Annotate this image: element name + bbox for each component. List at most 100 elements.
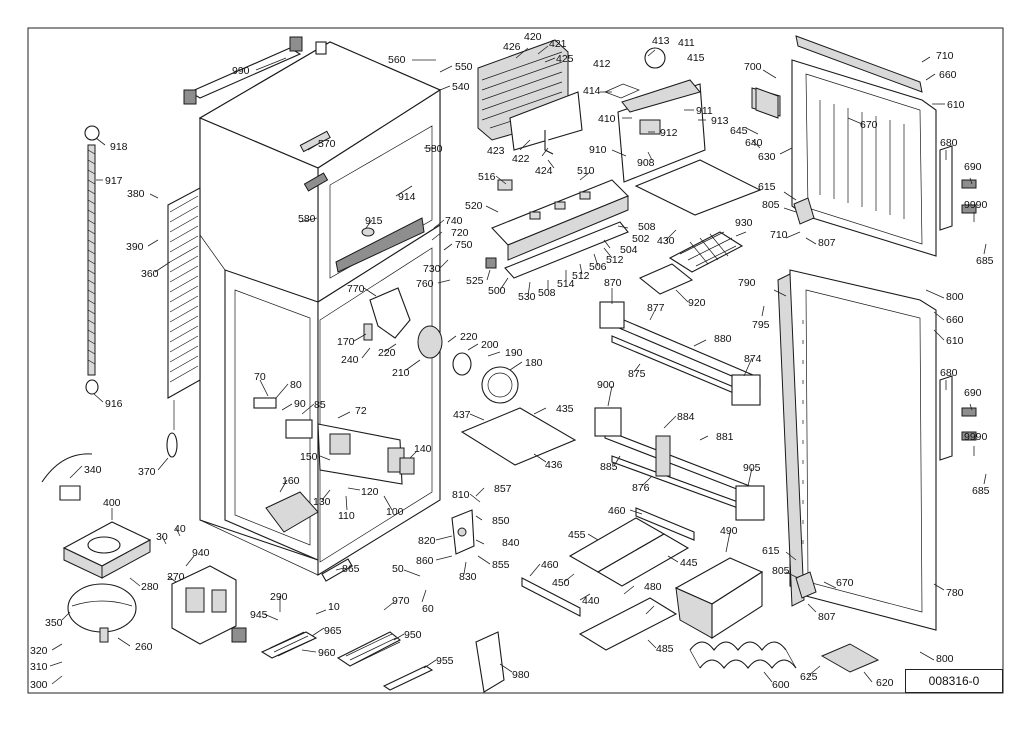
rail-440 bbox=[521, 577, 581, 617]
label-916: 916 bbox=[105, 398, 123, 410]
label-485: 485 bbox=[656, 643, 674, 655]
label-240: 240 bbox=[341, 354, 359, 366]
label-445: 445 bbox=[680, 557, 698, 569]
label-300: 300 bbox=[30, 679, 48, 691]
label-460-top: 460 bbox=[608, 505, 626, 517]
label-140: 140 bbox=[414, 443, 432, 455]
label-516: 516 bbox=[478, 171, 496, 183]
label-436: 436 bbox=[545, 459, 563, 471]
label-450: 450 bbox=[552, 577, 570, 589]
shelf-485 bbox=[578, 597, 678, 651]
label-810: 810 bbox=[452, 489, 470, 501]
label-640: 640 bbox=[745, 137, 763, 149]
label-10: 10 bbox=[328, 601, 340, 613]
label-421: 421 bbox=[549, 38, 567, 50]
label-857: 857 bbox=[494, 483, 512, 495]
handle-680-lower bbox=[939, 375, 977, 461]
label-615-bot: 615 bbox=[762, 545, 780, 557]
label-370: 370 bbox=[138, 466, 156, 478]
hinge-cover-640 bbox=[755, 87, 779, 119]
label-423: 423 bbox=[487, 145, 505, 157]
label-980: 980 bbox=[512, 669, 530, 681]
label-460-bot: 460 bbox=[541, 559, 559, 571]
top-hinge-990 bbox=[183, 36, 327, 105]
rail-460 bbox=[635, 507, 695, 541]
label-876: 876 bbox=[632, 482, 650, 494]
label-160: 160 bbox=[282, 475, 300, 487]
fan-cover-180 bbox=[481, 366, 519, 404]
lamp-cover-160 bbox=[265, 491, 319, 533]
hinge-805 bbox=[793, 197, 815, 225]
ice-tray-930 bbox=[638, 231, 744, 295]
power-cord-340 bbox=[41, 453, 93, 501]
label-760: 760 bbox=[416, 278, 434, 290]
label-912: 912 bbox=[660, 127, 678, 139]
label-430: 430 bbox=[657, 235, 675, 247]
label-807-bot: 807 bbox=[818, 611, 836, 623]
label-807-top: 807 bbox=[818, 237, 836, 249]
part-number-labels: 990 560 550 540 426 420 421 425 413 411 … bbox=[30, 31, 994, 691]
rail-880 bbox=[599, 301, 761, 406]
label-710-mid: 710 bbox=[770, 229, 788, 241]
label-120: 120 bbox=[361, 486, 379, 498]
label-620: 620 bbox=[876, 677, 894, 689]
label-680-top: 680 bbox=[940, 137, 958, 149]
label-770: 770 bbox=[347, 283, 365, 295]
label-710-top: 710 bbox=[936, 50, 954, 62]
label-85: 85 bbox=[314, 399, 326, 411]
shelf-430 bbox=[634, 159, 762, 216]
bracket-80 bbox=[253, 397, 277, 409]
label-280: 280 bbox=[141, 581, 159, 593]
label-270: 270 bbox=[167, 571, 185, 583]
label-690-bot: 690 bbox=[964, 387, 982, 399]
label-437: 437 bbox=[453, 409, 471, 421]
label-415: 415 bbox=[687, 52, 705, 64]
label-320: 320 bbox=[30, 645, 48, 657]
label-670-top: 670 bbox=[860, 119, 878, 131]
label-970: 970 bbox=[392, 595, 410, 607]
label-915: 915 bbox=[365, 215, 383, 227]
label-30: 30 bbox=[156, 531, 168, 543]
label-800-bot: 800 bbox=[936, 653, 954, 665]
label-680-bot: 680 bbox=[940, 367, 958, 379]
grille-950 bbox=[336, 631, 402, 667]
label-645: 645 bbox=[730, 125, 748, 137]
label-660-mid: 660 bbox=[946, 314, 964, 326]
fan-assembly-410 bbox=[604, 47, 706, 183]
thermostat-housing-100 bbox=[285, 419, 405, 485]
label-422: 422 bbox=[512, 153, 530, 165]
cover-965 bbox=[260, 631, 318, 659]
label-150: 150 bbox=[300, 451, 318, 463]
cabinet-body bbox=[198, 41, 442, 582]
label-820: 820 bbox=[418, 535, 436, 547]
label-911: 911 bbox=[696, 105, 713, 117]
label-490: 490 bbox=[720, 525, 738, 537]
connector-140 bbox=[399, 457, 415, 475]
label-615-top: 615 bbox=[758, 181, 776, 193]
label-110: 110 bbox=[338, 510, 355, 522]
label-390: 390 bbox=[126, 241, 144, 253]
label-905: 905 bbox=[743, 462, 761, 474]
label-350: 350 bbox=[45, 617, 63, 629]
hinge-805-lower bbox=[795, 571, 817, 599]
label-875: 875 bbox=[628, 368, 646, 380]
label-525: 525 bbox=[466, 275, 484, 287]
label-512-right: 512 bbox=[606, 254, 624, 266]
label-700: 700 bbox=[744, 61, 762, 73]
label-918: 918 bbox=[110, 141, 128, 153]
label-550: 550 bbox=[455, 61, 473, 73]
label-60: 60 bbox=[422, 603, 434, 615]
label-512-left: 512 bbox=[572, 270, 590, 282]
leader-lines bbox=[49, 45, 987, 685]
label-506: 506 bbox=[589, 261, 607, 273]
label-190: 190 bbox=[505, 347, 523, 359]
label-514: 514 bbox=[557, 278, 575, 290]
label-955: 955 bbox=[436, 655, 454, 667]
label-670-bot: 670 bbox=[836, 577, 854, 589]
label-610-mid: 610 bbox=[946, 335, 964, 347]
label-720: 720 bbox=[451, 227, 469, 239]
label-200: 200 bbox=[481, 339, 499, 351]
label-780: 780 bbox=[946, 587, 964, 599]
fan-motor-210 bbox=[417, 325, 472, 376]
control-box-940 bbox=[171, 565, 247, 645]
